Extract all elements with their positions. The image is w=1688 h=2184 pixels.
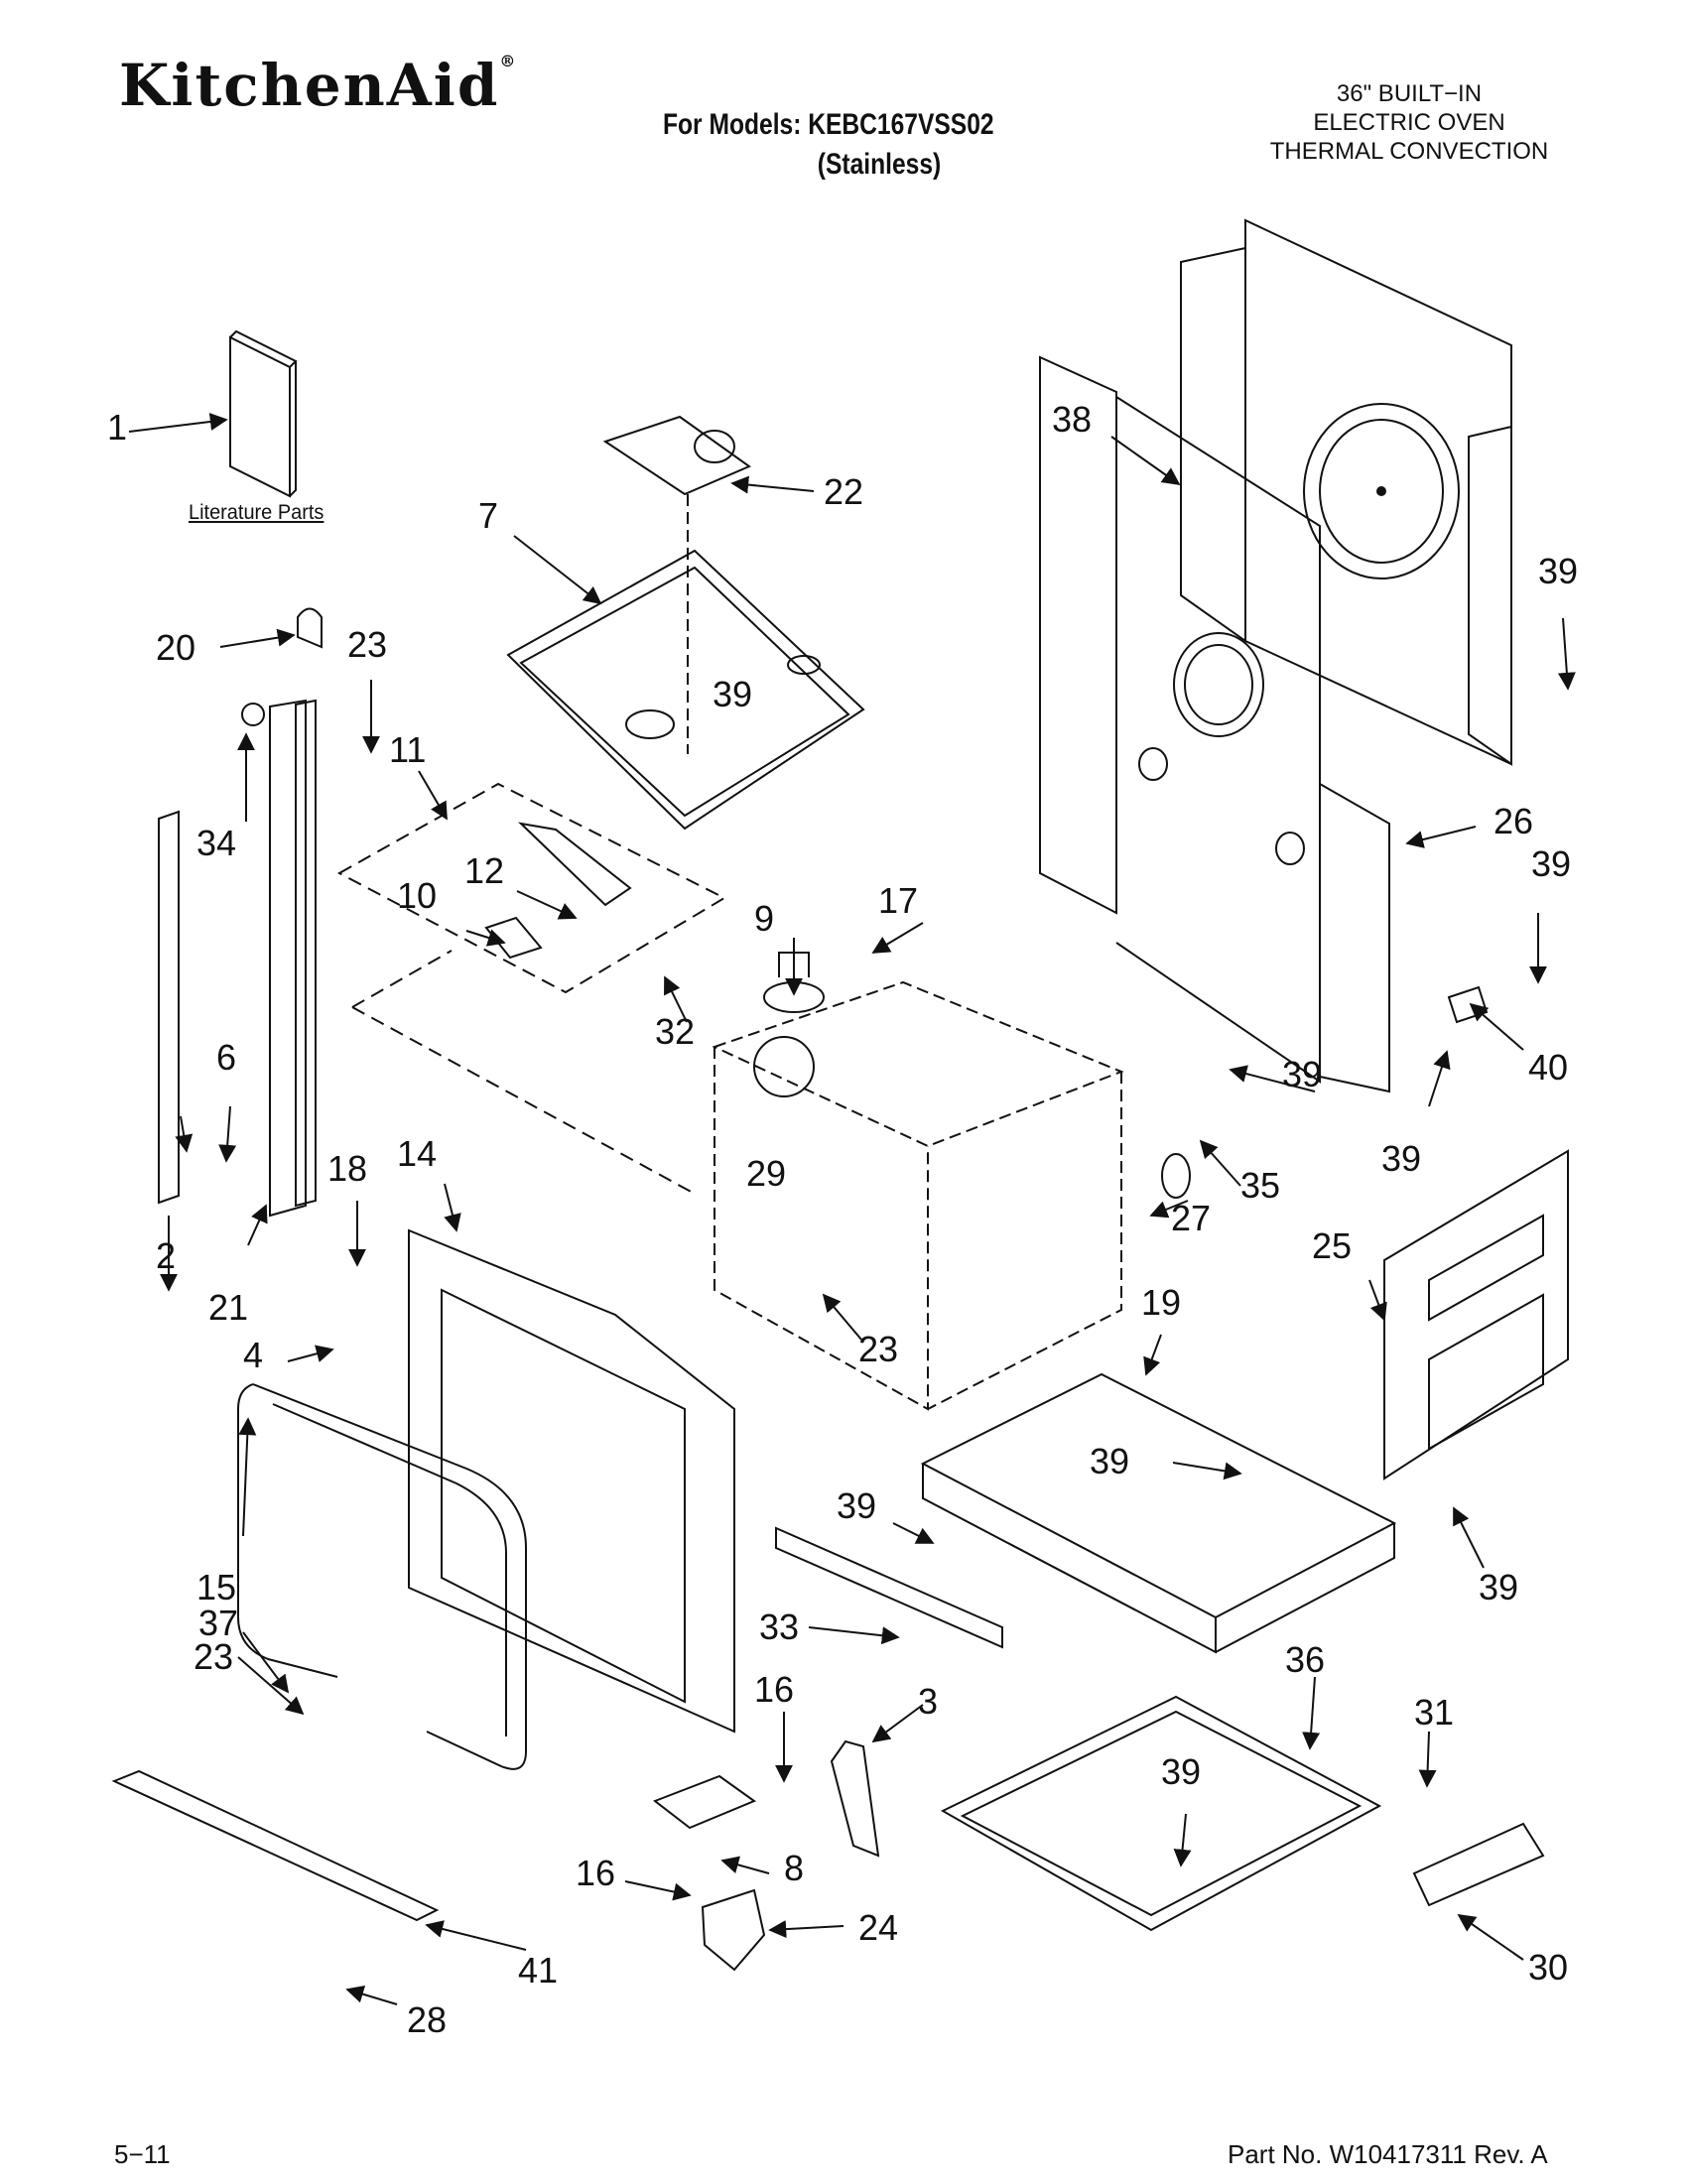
- callout-17: 17: [878, 880, 918, 921]
- top-panel: [506, 549, 865, 831]
- callout-39-top-panel: 39: [713, 674, 752, 714]
- side-trim-left: [158, 810, 180, 1205]
- callout-39-shelf: 39: [1090, 1441, 1129, 1481]
- vent-trim: [775, 1526, 1003, 1649]
- callout-31: 31: [1414, 1692, 1454, 1733]
- bracket: [652, 1774, 757, 1830]
- callout-36: 36: [1285, 1639, 1325, 1680]
- callout-10: 10: [397, 875, 437, 916]
- brand-logo: KitchenAid®: [119, 52, 518, 119]
- callout-35: 35: [1240, 1165, 1280, 1206]
- terminal-block: [701, 1888, 766, 1972]
- part-number: Part No. W10417311 Rev. A: [1228, 2139, 1548, 2169]
- callout-23-top: 23: [347, 624, 387, 665]
- rear-panel: [1180, 218, 1512, 766]
- product-description: 36" BUILT−IN ELECTRIC OVEN THERMAL CONVE…: [1260, 79, 1558, 166]
- thermostat: [602, 415, 752, 496]
- side-trim-right: [269, 699, 307, 1218]
- callout-2: 2: [156, 1235, 176, 1276]
- side-panel: [1383, 1149, 1569, 1480]
- callout-23-cavity: 23: [858, 1329, 898, 1369]
- page-number: 5−11: [114, 2139, 171, 2169]
- front-frame: [408, 1228, 735, 1734]
- sensor: [1161, 1153, 1191, 1199]
- callout-28: 28: [407, 1999, 447, 2040]
- description-line-1: 36" BUILT−IN: [1336, 80, 1483, 107]
- callout-30: 30: [1528, 1947, 1568, 1988]
- callout-1: 1: [107, 407, 127, 448]
- connector: [1447, 985, 1489, 1024]
- callout-6: 6: [216, 1037, 236, 1078]
- callout-23-lower: 23: [194, 1636, 233, 1677]
- callout-4: 4: [243, 1335, 263, 1375]
- callout-29: 29: [746, 1153, 786, 1194]
- description-line-2: ELECTRIC OVEN: [1313, 109, 1505, 136]
- callout-19: 19: [1141, 1282, 1181, 1323]
- callout-33: 33: [759, 1606, 799, 1647]
- model-info: For Models: KEBC167VSS02 (Stainless): [663, 105, 994, 185]
- oven-cavity: [712, 980, 1124, 1411]
- callout-38: 38: [1052, 399, 1092, 440]
- callout-39-sensor: 39: [1282, 1054, 1322, 1094]
- callout-27: 27: [1171, 1198, 1211, 1238]
- callout-18: 18: [327, 1148, 367, 1189]
- door-gasket: [237, 1383, 527, 1770]
- convection-panel: [1039, 355, 1390, 1093]
- callout-15: 15: [196, 1567, 236, 1607]
- lower-trim: [111, 1769, 440, 1922]
- callout-8: 8: [784, 1848, 804, 1888]
- description-line-3: THERMAL CONVECTION: [1269, 138, 1549, 165]
- callout-39-side-panel: 39: [1479, 1567, 1518, 1607]
- callout-32: 32: [655, 1011, 695, 1052]
- callout-3: 3: [918, 1681, 938, 1722]
- callout-24: 24: [858, 1907, 898, 1948]
- deflector: [1412, 1822, 1545, 1907]
- finish-label: (Stainless): [817, 148, 942, 181]
- callout-11: 11: [389, 729, 426, 770]
- cooling-fan: [753, 1036, 815, 1097]
- callout-20: 20: [156, 627, 195, 668]
- callout-21: 21: [208, 1287, 248, 1328]
- support-bracket: [830, 1739, 880, 1858]
- callout-41: 41: [518, 1950, 558, 1991]
- callout-39-convection-right: 39: [1531, 843, 1571, 884]
- trim-clip: [297, 607, 323, 649]
- callout-12: 12: [464, 850, 504, 891]
- literature-parts-label: Literature Parts: [189, 501, 325, 524]
- callout-39-convection-bottom: 39: [1381, 1138, 1421, 1179]
- spacer: [241, 703, 265, 726]
- callout-9: 9: [754, 898, 774, 939]
- models-line: For Models: KEBC167VSS02: [663, 108, 994, 141]
- callout-39-bottom-tray: 39: [1161, 1751, 1201, 1792]
- callout-16-lower: 16: [576, 1853, 615, 1893]
- callout-7: 7: [478, 495, 498, 536]
- bottom-tray: [940, 1695, 1382, 1932]
- callout-25: 25: [1312, 1225, 1352, 1266]
- bottom-shelf: [920, 1372, 1397, 1654]
- callout-39-rear-panel: 39: [1538, 551, 1578, 591]
- callout-26: 26: [1493, 801, 1533, 841]
- callout-40: 40: [1528, 1047, 1568, 1088]
- callout-16-upper: 16: [754, 1669, 794, 1710]
- callout-37: 37: [198, 1603, 238, 1643]
- literature-booklet: [229, 329, 298, 498]
- callout-39-vent-trim: 39: [837, 1485, 876, 1526]
- callout-22: 22: [824, 471, 863, 512]
- callout-14: 14: [397, 1133, 437, 1174]
- callout-34: 34: [196, 823, 236, 863]
